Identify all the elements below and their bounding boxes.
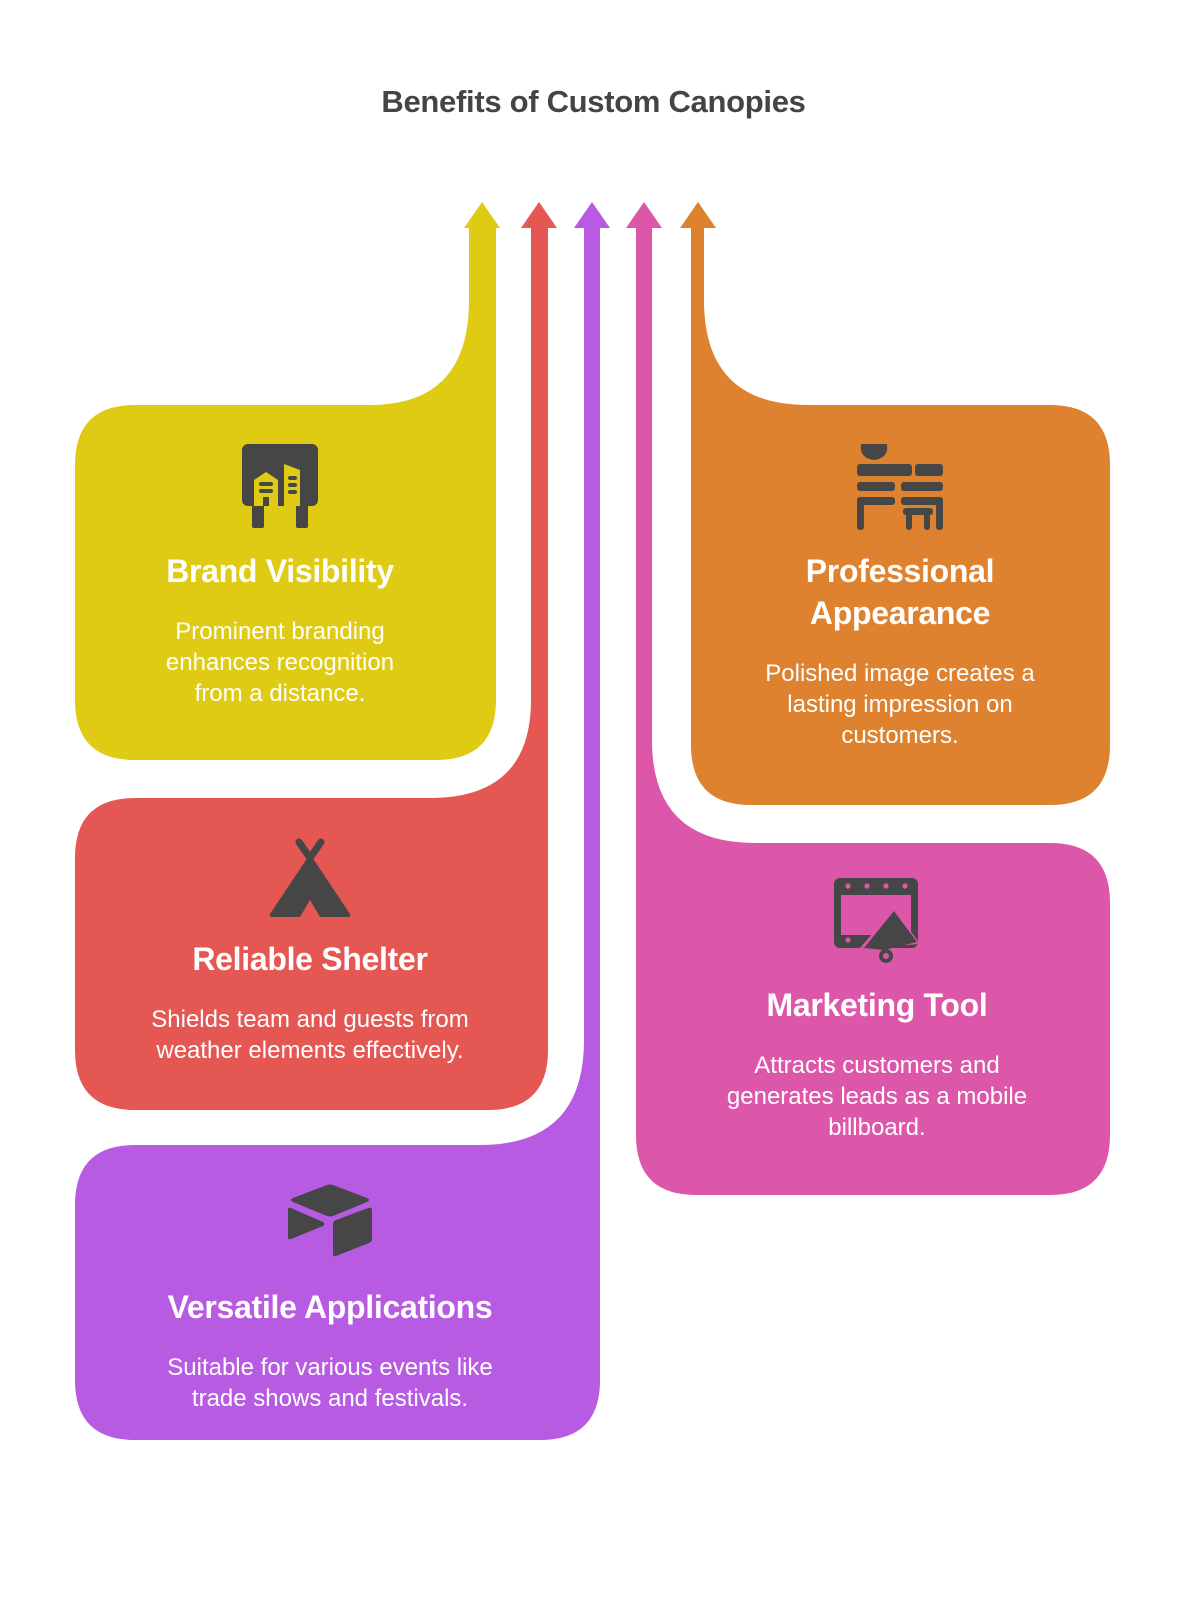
billboard-buildings-icon: [242, 444, 318, 528]
reception-desk-icon: [857, 444, 943, 530]
professional-appearance-card: [691, 228, 1110, 805]
marketing-tool-arrowhead: [626, 202, 662, 228]
benefit-card-professional-appearance: Professional Appearance Polished image c…: [700, 444, 1100, 751]
benefit-description-line: Attracts customers and: [754, 1052, 1000, 1079]
versatile-applications-arrowhead: [574, 202, 610, 228]
tent-icon: [269, 838, 351, 917]
reliable-shelter-card: [75, 228, 548, 1110]
reliable-shelter-arrowhead: [521, 202, 557, 228]
benefit-description-line: weather elements effectively.: [156, 1037, 464, 1064]
benefit-description-line: billboard.: [828, 1114, 926, 1141]
benefit-description-line: generates leads as a mobile: [726, 1083, 1028, 1110]
reliable-shelter-shape: [75, 202, 557, 1110]
benefit-description-line: Suitable for various events like: [167, 1354, 493, 1381]
benefit-title: Marketing Tool: [766, 987, 988, 1023]
benefit-card-reliable-shelter: Reliable Shelter Shields team and guests…: [80, 838, 540, 1066]
marketing-tool-shape: [626, 202, 1110, 1195]
professional-appearance-shape: [680, 202, 1110, 805]
marketing-tool-card: [636, 228, 1110, 1195]
benefit-description-line: lasting impression on: [787, 691, 1013, 718]
benefit-title: Versatile Applications: [167, 1289, 493, 1325]
benefit-description-line: from a distance.: [194, 680, 366, 707]
benefit-description-line: trade shows and festivals.: [191, 1385, 469, 1412]
brand-visibility-arrowhead: [464, 202, 500, 228]
benefit-title-line: Professional: [805, 553, 995, 589]
benefit-description-line: Shields team and guests from: [151, 1006, 469, 1033]
professional-appearance-arrowhead: [680, 202, 716, 228]
benefit-description-line: customers.: [841, 722, 959, 749]
benefit-description-line: Prominent branding: [175, 618, 385, 645]
benefit-description-line: enhances recognition: [165, 649, 395, 676]
benefit-card-brand-visibility: Brand Visibility Prominent branding enha…: [80, 444, 480, 709]
megaphone-screen-icon: [834, 878, 920, 963]
benefit-title: Professional Appearance: [700, 550, 1100, 634]
benefit-card-versatile-applications: Versatile Applications Suitable for vari…: [80, 1184, 580, 1414]
cube-icon: [288, 1184, 372, 1257]
benefit-title-line: Appearance: [809, 595, 991, 631]
benefit-card-marketing-tool: Marketing Tool Attracts customers and ge…: [652, 878, 1102, 1143]
benefit-description-line: Polished image creates a: [765, 660, 1035, 687]
benefit-title: Brand Visibility: [166, 553, 394, 589]
benefit-title: Reliable Shelter: [192, 941, 428, 977]
diagram-title: Benefits of Custom Canopies: [381, 84, 806, 119]
